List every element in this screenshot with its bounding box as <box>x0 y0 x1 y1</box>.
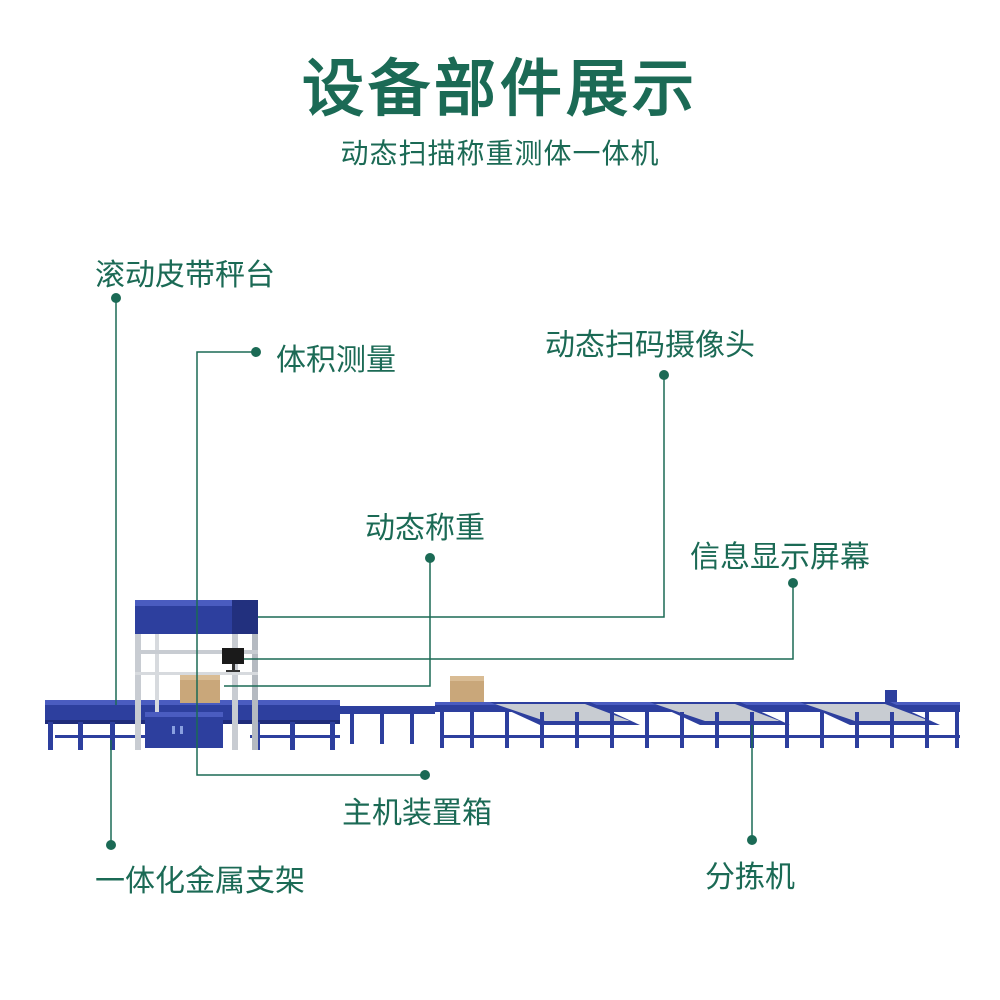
callout-dot <box>420 770 430 780</box>
label-info-screen: 信息显示屏幕 <box>690 540 870 575</box>
parcel-box <box>180 675 220 703</box>
leader-line-scan-camera <box>258 375 665 618</box>
callout-lines <box>110 298 794 845</box>
page-subtitle: 动态扫描称重测体一体机 <box>340 137 660 170</box>
page-title: 设备部件展示 <box>301 52 698 125</box>
label-volume-measurement: 体积测量 <box>276 343 396 378</box>
machine-illustration <box>45 600 960 750</box>
callout-dot <box>251 347 261 357</box>
label-dynamic-weigh: 动态称重 <box>365 511 485 546</box>
label-scan-camera: 动态扫码摄像头 <box>545 328 755 363</box>
leader-line-info-screen <box>244 583 794 660</box>
label-belt-scale: 滚动皮带秤台 <box>95 258 275 293</box>
label-metal-frame: 一体化金属支架 <box>95 864 305 899</box>
callout-dot <box>111 293 121 303</box>
callout-dot <box>106 840 116 850</box>
callout-dot <box>747 835 757 845</box>
callout-dots <box>106 293 798 850</box>
parcel-box <box>450 676 484 706</box>
label-host-box: 主机装置箱 <box>342 796 492 831</box>
label-sorter: 分拣机 <box>705 860 795 895</box>
callout-dot <box>425 553 435 563</box>
callout-dot <box>788 578 798 588</box>
connecting-conveyor <box>340 706 435 744</box>
leader-line-volume <box>196 351 425 776</box>
info-screen-monitor <box>222 648 244 672</box>
callout-dot <box>659 370 669 380</box>
sorter-machine <box>435 690 960 748</box>
host-box <box>145 712 223 748</box>
leader-line-dynamic-weigh <box>224 558 431 687</box>
